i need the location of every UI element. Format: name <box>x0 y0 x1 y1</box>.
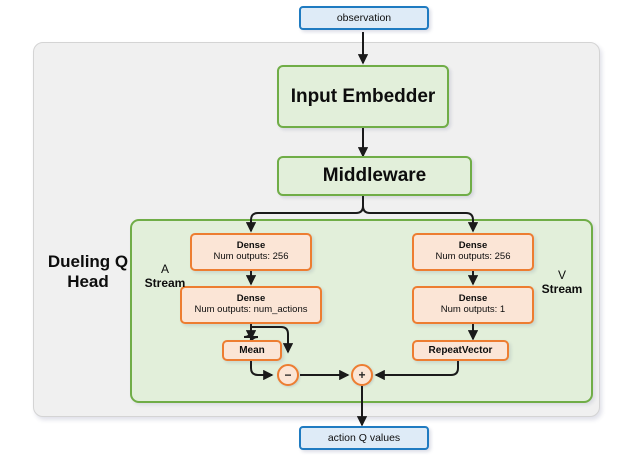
v-stream-dense-256-node[interactable]: Dense Num outputs: 256 <box>412 233 534 271</box>
subtract-symbol: − <box>284 368 292 382</box>
mean-label: Mean <box>239 344 265 356</box>
dueling-q-head-label: Dueling Q Head <box>36 252 140 292</box>
repeat-vector-label: RepeatVector <box>428 344 493 356</box>
v-stream-dense-1-subtitle: Num outputs: 1 <box>440 304 506 315</box>
mean-node[interactable]: Mean <box>222 340 282 361</box>
v-stream-dense-256-title: Dense <box>458 240 488 252</box>
a-stream-label-line1: A <box>160 262 169 276</box>
action-q-values-label: action Q values <box>327 431 401 444</box>
a-stream-dense-256-node[interactable]: Dense Num outputs: 256 <box>190 233 312 271</box>
input-embedder-label: Input Embedder <box>290 85 436 107</box>
a-stream-dense-actions-node[interactable]: Dense Num outputs: num_actions <box>180 286 322 324</box>
repeat-vector-node[interactable]: RepeatVector <box>412 340 509 361</box>
action-q-values-node[interactable]: action Q values <box>299 426 429 450</box>
subtract-operator-node[interactable]: − <box>277 364 299 386</box>
v-stream-dense-1-node[interactable]: Dense Num outputs: 1 <box>412 286 534 324</box>
input-embedder-node[interactable]: Input Embedder <box>277 65 449 128</box>
a-stream-dense-actions-subtitle: Num outputs: num_actions <box>194 304 308 315</box>
v-stream-label: V Stream <box>535 268 589 296</box>
observation-node[interactable]: observation <box>299 6 429 30</box>
a-stream-dense-actions-title: Dense <box>236 293 266 305</box>
v-stream-dense-256-subtitle: Num outputs: 256 <box>435 251 511 262</box>
a-stream-label-line2: Stream <box>144 276 186 291</box>
dueling-q-head-label-line1: Dueling Q <box>47 252 129 271</box>
a-stream-label: A Stream <box>140 262 190 290</box>
add-operator-node[interactable]: + <box>351 364 373 386</box>
middleware-label: Middleware <box>322 165 427 187</box>
add-symbol: + <box>358 368 366 382</box>
observation-label: observation <box>336 11 392 24</box>
a-stream-dense-256-subtitle: Num outputs: 256 <box>213 251 289 262</box>
v-stream-label-line2: Stream <box>541 282 583 297</box>
middleware-node[interactable]: Middleware <box>277 156 472 196</box>
v-stream-dense-1-title: Dense <box>458 293 488 305</box>
a-stream-dense-256-title: Dense <box>236 240 266 252</box>
v-stream-label-line1: V <box>557 268 566 282</box>
dueling-q-head-label-line2: Head <box>67 272 109 292</box>
